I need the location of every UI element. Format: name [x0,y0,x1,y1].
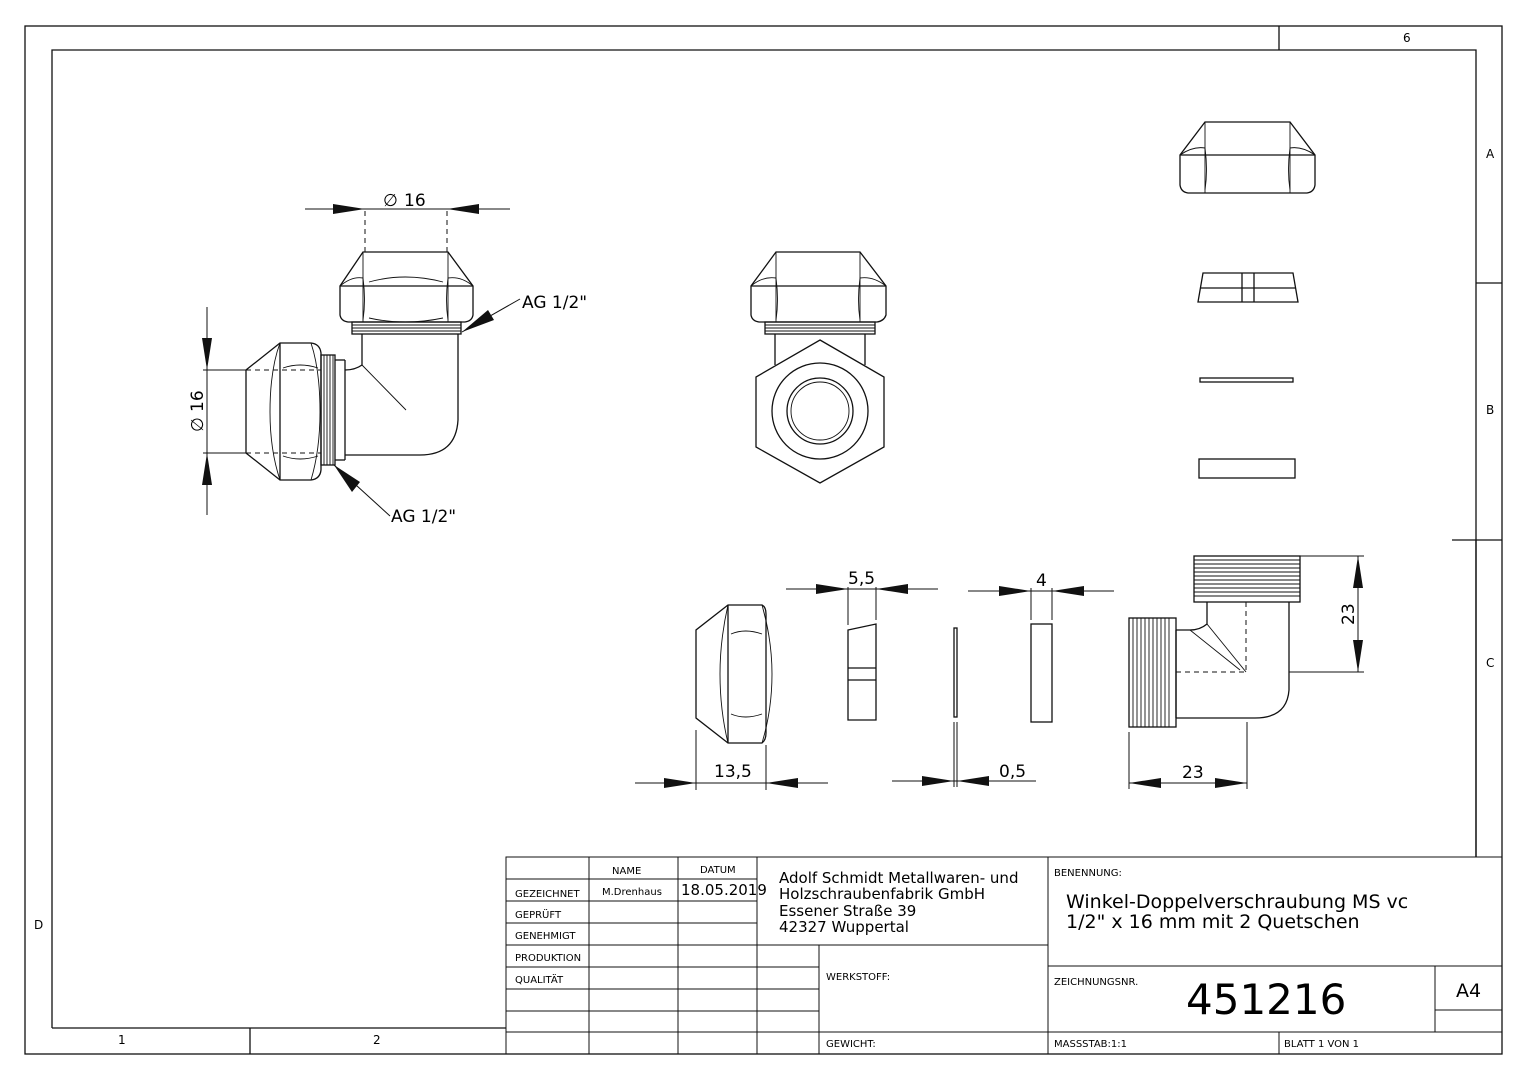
tb-col-date: DATUM [700,865,736,876]
tb-col-name: NAME [612,866,641,877]
label-thread-top: AG 1/2" [522,293,587,313]
tb-row-gezeichnet: GEZEICHNET [515,889,580,900]
dim-elbow-height [1289,555,1364,673]
dim-washer-width [892,776,1036,786]
tb-sheet: BLATT 1 VON 1 [1284,1039,1359,1050]
part-cone-side [847,587,877,721]
tb-benennung-label: BENENNUNG: [1054,868,1122,879]
leader-thread-left [333,464,391,517]
tb-company-line4: 42327 Wuppertal [779,918,909,936]
tb-row-qualitaet: QUALITÄT [515,973,564,986]
elbow-front-view [245,210,474,481]
label-cone-width: 5,5 [848,569,875,589]
elbow-body-view [1128,555,1301,728]
dim-ring-width [968,586,1114,596]
tb-company-line3: Essener Straße 39 [779,902,916,920]
dim-dia-left-value: 16 [188,390,208,412]
tb-drawn-by: M.Drenhaus [602,887,662,898]
zone-label-b: B [1486,403,1494,417]
title-block [505,856,1503,1055]
zone-label-2: 2 [373,1033,381,1047]
tb-drawn-date: 18.05.2019 [681,881,767,899]
dim-dia-top [305,204,510,214]
label-washer-width: 0,5 [999,762,1026,782]
part-washer-top [1199,377,1294,383]
dim-dia-top-value: 16 [404,191,426,211]
tb-scale: MASSSTAB:1:1 [1054,1039,1127,1050]
zone-label-d: D [34,918,43,932]
dim-dia-left-symbol: ∅ [188,417,208,432]
zone-label-a: A [1486,147,1495,161]
tb-gewicht-label: GEWICHT: [826,1039,876,1050]
zone-label-c: C [1486,656,1494,670]
tb-row-produktion: PRODUKTION [515,953,581,964]
tb-drawing-no-label: ZEICHNUNGSNR. [1054,977,1138,988]
tb-werkstoff-label: WERKSTOFF: [826,972,890,983]
part-nut-side [695,604,773,790]
dim-dia-left [202,307,246,515]
dim-nut-width [635,778,828,788]
label-thread-left: AG 1/2" [391,507,456,527]
elbow-side-view [750,251,887,484]
zone-label-top: 6 [1403,31,1411,45]
dim-cone-width [786,584,938,594]
tb-title-line2: 1/2" x 16 mm mit 2 Quetschen [1066,911,1360,933]
tb-company-line2: Holzschraubenfabrik GmbH [779,885,985,903]
tb-drawing-no: 451216 [1186,975,1346,1024]
tb-title-line1: Winkel-Doppelverschraubung MS vc [1066,891,1408,913]
label-elbow-width: 23 [1182,763,1204,783]
dim-elbow-width [1128,722,1248,789]
label-elbow-height: 23 [1339,603,1359,625]
label-nut-width: 13,5 [714,762,752,782]
tb-row-genehmigt: GENEHMIGT [515,931,576,942]
part-nut-top [1179,121,1316,194]
tb-format: A4 [1456,980,1481,1002]
part-cone-top [1197,272,1299,303]
tb-row-geprueft: GEPRÜFT [515,908,562,921]
tb-company-line1: Adolf Schmidt Metallwaren- und [779,869,1018,887]
zone-label-1: 1 [118,1033,126,1047]
part-ring-side [1030,588,1053,723]
dim-dia-top-symbol: ∅ [383,191,398,211]
part-washer-side [953,627,958,787]
label-ring-width: 4 [1036,571,1047,591]
part-ring-top [1198,458,1296,479]
leader-thread-top [461,298,521,333]
